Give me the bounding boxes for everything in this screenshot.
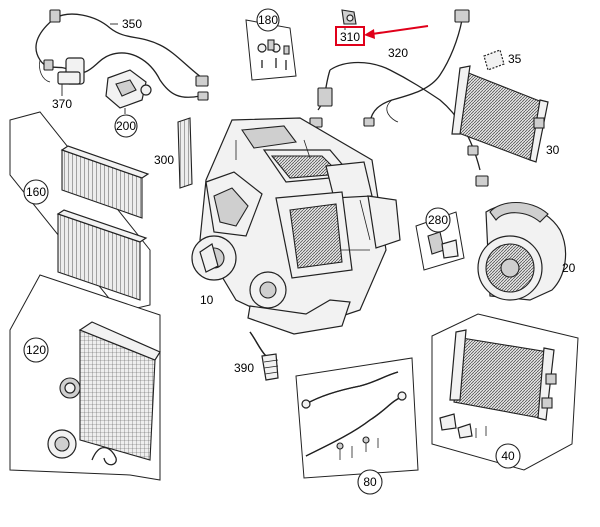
heater-core-40 (439, 329, 557, 439)
lines-frame-80 (295, 357, 419, 479)
callout-120: 120 (26, 343, 46, 357)
callout-200: 200 (116, 119, 136, 133)
refrigerant-lines-80 (301, 371, 407, 460)
callout-35: 35 (508, 52, 522, 66)
callout-10: 10 (200, 293, 214, 307)
callout-20: 20 (562, 261, 576, 275)
callout-180: 180 (258, 13, 278, 27)
cabin-filter-160 (56, 145, 150, 301)
highlight-arrow-head (364, 29, 375, 39)
callout-390: 390 (234, 361, 254, 375)
callout-300: 300 (154, 153, 174, 167)
evaporator-120 (47, 321, 161, 466)
sensor-310 (341, 9, 357, 25)
callout-160: 160 (26, 185, 46, 199)
hvac-housing-10 (191, 117, 401, 335)
highlight-box-310 (335, 26, 365, 46)
callout-310: 310 (340, 30, 360, 44)
callout-circle-80 (357, 469, 383, 495)
callout-circle-280 (425, 207, 451, 233)
seal-strip-300 (177, 117, 193, 189)
heater-core-30 (451, 65, 549, 163)
callout-80: 80 (363, 475, 377, 489)
bracket-280 (427, 231, 459, 259)
callout-circle-180 (256, 8, 280, 32)
callout-circle-120 (23, 337, 49, 363)
highlight-arrow (371, 25, 429, 35)
callout-circle-40 (495, 443, 521, 469)
pad-35 (483, 49, 505, 71)
callout-40: 40 (501, 449, 515, 463)
callout-280: 280 (428, 213, 448, 227)
callout-30: 30 (546, 143, 560, 157)
wiring-harness-320 (309, 9, 489, 187)
callout-370: 370 (52, 97, 72, 111)
callout-320: 320 (388, 46, 408, 60)
callout-circle-200 (114, 114, 138, 138)
callout-circle-160 (23, 179, 49, 205)
drain-hose-390 (249, 331, 279, 381)
actuator-200 (105, 69, 152, 109)
wiring-harness-350 (35, 9, 209, 101)
callout-350: 350 (122, 17, 142, 31)
blower-fan-20 (477, 202, 567, 301)
screws-180 (257, 39, 290, 70)
